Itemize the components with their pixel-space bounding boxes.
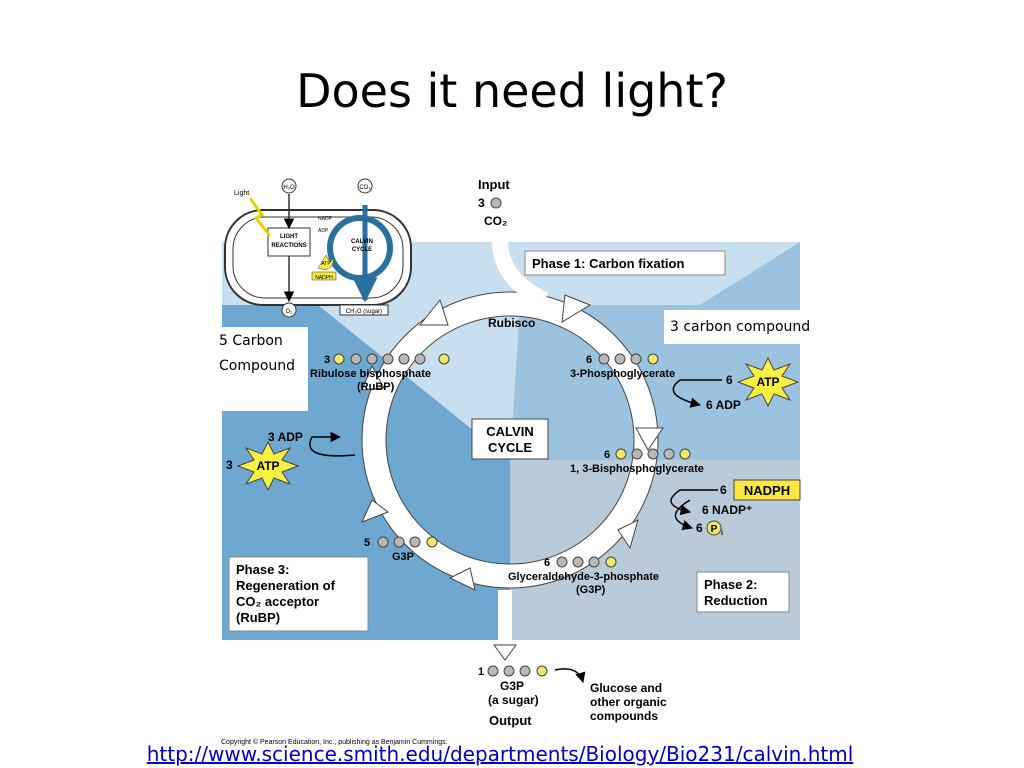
copyright: Copyright © Pearson Education, Inc., pub… [221, 738, 448, 746]
input-count: 3 [478, 196, 485, 210]
note-3c: 3 carbon compound [670, 319, 810, 335]
atp-reduction-group: 6 ATP 6 ADP [672, 356, 800, 412]
cycle-ring [361, 239, 664, 661]
output-g3p: G3P [500, 679, 524, 693]
phase2-box [696, 571, 790, 613]
center-label-2: CYCLE [488, 440, 532, 455]
nadph-group: 6 NADPH 6 NADP⁺ 6 P i [670, 479, 801, 537]
output-group: 1 G3P (a sugar) Output Glucose and other… [478, 665, 667, 728]
note-5c-line2: Compound [219, 358, 295, 374]
phase2-line2: Reduction [704, 593, 768, 608]
inset-light-label: Light [234, 190, 249, 197]
atp-in-count: 6 [726, 373, 733, 387]
inset-calvin-2: CYCLE [352, 247, 372, 253]
input-group: Input 3 CO₂ [478, 177, 510, 228]
inset-nadp: NADP [318, 216, 333, 222]
inset-atp: ATP [321, 261, 331, 267]
regen-atp-label: ATP [256, 459, 279, 473]
pga-group: 6 3-Phosphoglycerate [570, 353, 675, 380]
g3p6-count: 6 [544, 557, 550, 569]
inset-light-reactions-1: LIGHT [280, 234, 298, 240]
bpg-name: 1, 3-Bisphosphoglycerate [570, 463, 704, 475]
slide-title: Does it need light? [296, 64, 728, 118]
g3p6-group: 6 Glyceraldehyde-3-phosphate (G3P) [508, 556, 659, 596]
rubp-abbr: (RuBP) [357, 381, 395, 393]
regen-adp-label: 3 ADP [268, 430, 303, 444]
rubisco-label: Rubisco [488, 316, 535, 330]
pga-count: 6 [586, 354, 592, 366]
phase3-line1: Phase 3: [236, 562, 289, 577]
inset-calvin-1: CALVIN [351, 239, 373, 245]
g3p5-group: 5 G3P [364, 536, 438, 563]
inset-adp: ADP [318, 228, 329, 234]
g3p6-abbr: (G3P) [576, 584, 606, 596]
nadph-label: NADPH [744, 483, 790, 498]
glucose-line2: other organic [590, 695, 667, 709]
source-link[interactable]: http://www.science.smith.edu/departments… [146, 742, 854, 766]
bpg-group: 6 1, 3-Bisphosphoglycerate [570, 448, 704, 475]
regen-atp-count: 3 [226, 458, 233, 472]
input-co2: CO₂ [484, 214, 507, 228]
bpg-count: 6 [604, 449, 610, 461]
output-count: 1 [478, 666, 484, 678]
inset-h2o: H₂O [283, 185, 295, 191]
phase3-box [228, 556, 369, 632]
nadph-count: 6 [720, 483, 727, 497]
inset-o2: O₂ [286, 309, 294, 315]
inset-light-reactions-2: REACTIONS [271, 243, 306, 249]
center-label-1: CALVIN [486, 424, 533, 439]
pi-subscript: i [721, 530, 723, 537]
note-5c-box [213, 327, 308, 411]
rubp-group: 3 Ribulose bisphosphate (RuBP) [310, 353, 450, 393]
g3p5-label: G3P [392, 551, 414, 563]
inset-co2: CO₂ [359, 185, 371, 191]
phase2-line1: Phase 2: [704, 577, 757, 592]
phase3-line4: (RuBP) [236, 610, 280, 625]
note-5c-line1: 5 Carbon [219, 333, 283, 349]
nadp-out-label: 6 NADP⁺ [702, 503, 752, 517]
output-label: Output [489, 713, 532, 728]
glucose-line1: Glucose and [590, 681, 662, 695]
rubp-count: 3 [324, 354, 330, 366]
input-label: Input [478, 177, 510, 192]
phase3-line3: CO₂ acceptor [236, 594, 319, 609]
output-sugar: (a sugar) [488, 693, 539, 707]
inset-nadph: NADPH [315, 275, 333, 281]
glucose-line3: compounds [590, 709, 658, 723]
pi-out-count: 6 [696, 521, 703, 535]
rubp-name: Ribulose bisphosphate [310, 368, 431, 380]
g3p6-name: Glyceraldehyde-3-phosphate [508, 571, 659, 583]
inset-sugar: CH₂O (sugar) [346, 309, 382, 315]
phase3-line2: Regeneration of [236, 578, 336, 593]
chloroplast-inset: LIGHT REACTIONS CALVIN CYCLE Light H₂O C… [224, 178, 412, 318]
pga-name: 3-Phosphoglycerate [570, 368, 675, 380]
atp-regeneration-group: 3 ADP 3 ATP [226, 430, 356, 492]
phase1-label: Phase 1: Carbon fixation [532, 256, 684, 271]
g3p5-count: 5 [364, 537, 370, 549]
atp-in-label: ATP [756, 375, 779, 389]
adp-out-label: 6 ADP [706, 398, 741, 412]
pi-label: P [711, 524, 718, 535]
note-3c-box [664, 310, 800, 344]
